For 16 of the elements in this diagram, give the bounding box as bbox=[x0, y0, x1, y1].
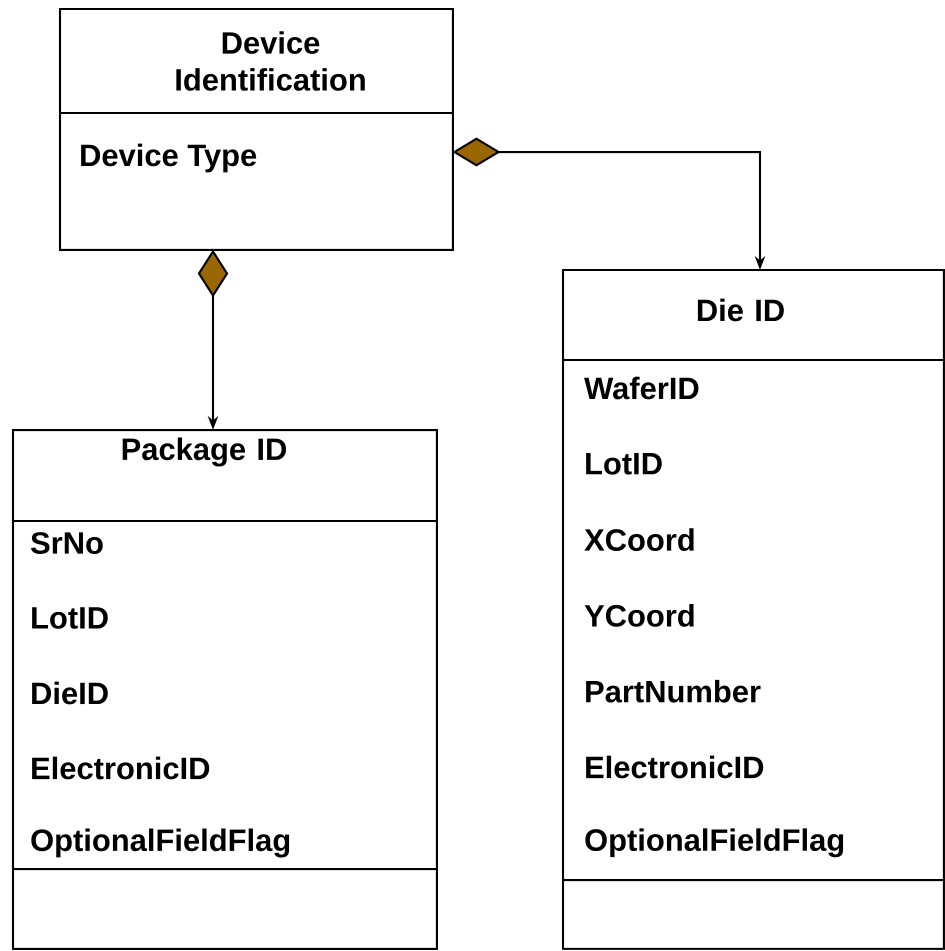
attribute-text: XCoord bbox=[584, 528, 694, 551]
attribute-text: LotID bbox=[586, 453, 662, 475]
attribute-text: DieID bbox=[32, 682, 108, 704]
class-name: Package ID bbox=[122, 438, 286, 466]
attribute-text: ElectronicID bbox=[586, 756, 764, 778]
attribute-text: WaferID bbox=[584, 376, 698, 400]
attribute-text: PartNumber bbox=[586, 680, 761, 703]
attribute-text: ElectronicID bbox=[32, 756, 210, 780]
attribute-text: Device Type bbox=[81, 144, 256, 172]
attribute-text: LotID bbox=[32, 607, 108, 629]
attribute-text: YCoord bbox=[584, 604, 694, 627]
attribute-text: SrNo bbox=[30, 532, 103, 554]
attribute-text: OptionalFieldFlag bbox=[585, 828, 844, 858]
class-name: Die ID bbox=[698, 298, 784, 322]
class-name: Device Identification bbox=[176, 31, 365, 91]
attribute-text: OptionalFieldFlag bbox=[31, 828, 290, 858]
